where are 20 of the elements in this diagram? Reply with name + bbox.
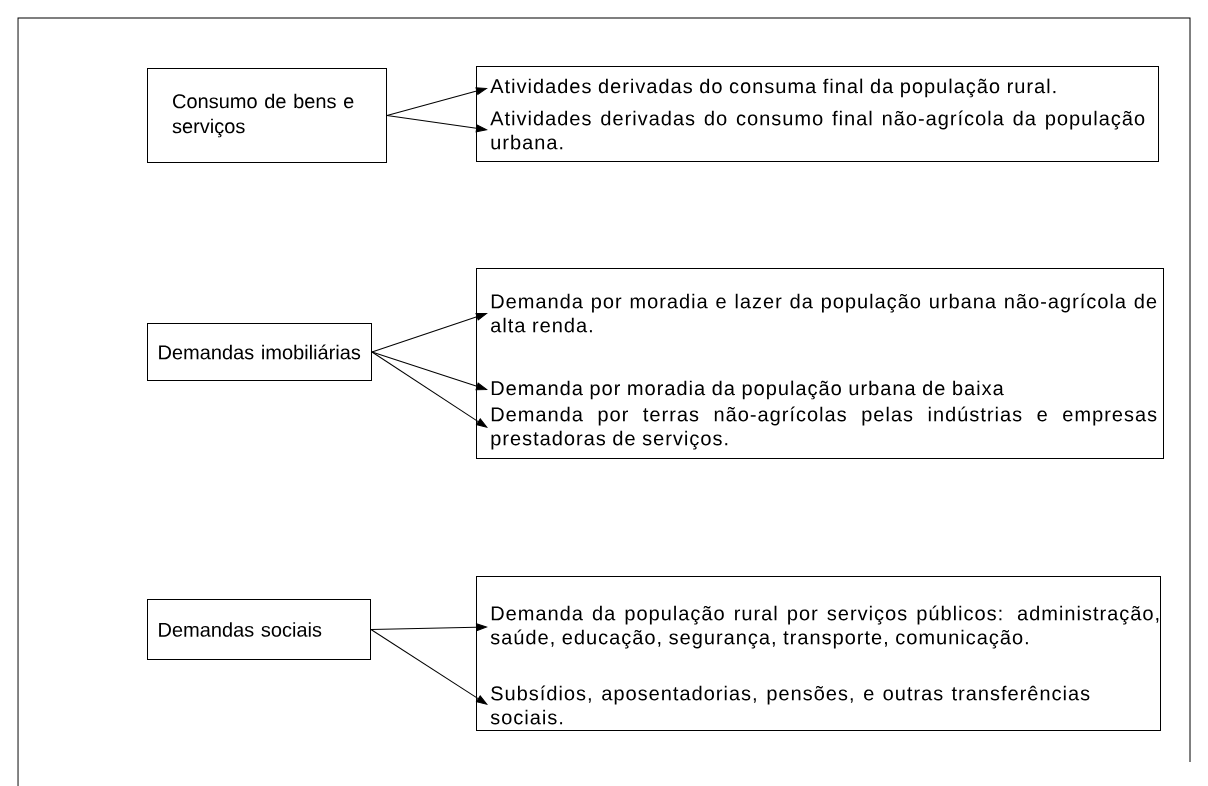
arrow — [371, 351, 488, 428]
item-text: Atividades derivadas do consumo final não-agrícola da população urbana. — [490, 110, 1145, 150]
item-text: Demanda por moradia e lazer da população urbana não-agrícola de alta renda. — [491, 293, 1157, 333]
item-text: Subsídios, aposentadorias, pensões, e outras transferências sociais. — [490, 685, 1090, 725]
item-text: Demanda por terras não-agrícolas pelas indústrias e empresas prestadoras de serviços. — [491, 406, 1157, 450]
text-box — [476, 268, 1164, 459]
arrow — [371, 312, 487, 353]
category-box: Demandas sociais — [147, 599, 371, 660]
arrow — [386, 87, 487, 116]
text-box — [476, 66, 1159, 162]
category-box: Consumo de bens e serviços — [147, 68, 387, 163]
arrow — [370, 629, 488, 705]
item-text: Atividades derivadas do consuma final da população rural. — [490, 78, 1056, 98]
text-box — [476, 576, 1161, 731]
item-text: Demanda da população rural por serviços públicos: administração, saúde, educação, segurança, transporte, comunicação. — [490, 605, 1159, 649]
arrow — [386, 115, 487, 133]
category-box: Demandas imobiliárias — [147, 323, 372, 381]
arrow — [371, 351, 487, 391]
arrow — [370, 623, 487, 632]
item-text: Demanda por moradia da população urbana de baixa — [491, 380, 1004, 400]
